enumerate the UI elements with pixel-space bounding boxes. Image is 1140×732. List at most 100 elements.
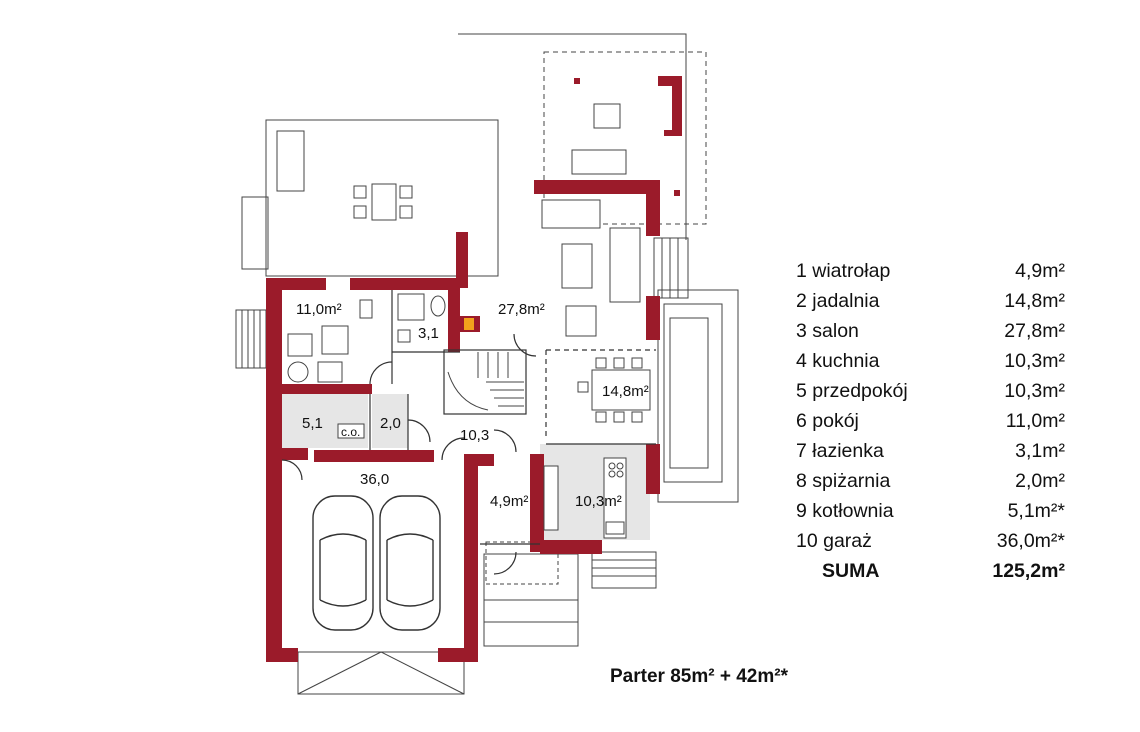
desk (321, 325, 349, 355)
canopy-ridge (380, 651, 465, 695)
stair-right (653, 237, 689, 299)
outdoor-table (593, 103, 621, 129)
shower (397, 293, 425, 321)
legend-room-name: 10 garaż (796, 530, 872, 552)
wall-garage-east (464, 454, 478, 660)
furniture (287, 103, 651, 539)
stair-bottom (591, 551, 657, 589)
room-label-garaz: 36,0 (360, 471, 389, 488)
stair-left (235, 309, 267, 369)
door-swing (369, 361, 393, 385)
wall-garage-south2 (438, 648, 478, 662)
wall-bath-east (448, 278, 460, 352)
pantry-fill (372, 394, 408, 448)
terrace-side-block (241, 196, 269, 270)
legend-room-name: 7 łazienka (796, 440, 884, 462)
kitchen-counter (603, 457, 627, 539)
shelf (359, 299, 373, 319)
room-label-lazienka: 3,1 (418, 325, 439, 342)
chair (613, 411, 625, 423)
floor-caption: Parter 85m² + 42m²* (610, 666, 788, 687)
legend-room-area: 27,8m² (1004, 320, 1065, 342)
wall-room-south (282, 384, 372, 394)
round-table (287, 361, 309, 383)
legend-sum-area: 125,2m² (992, 560, 1065, 582)
legend-room-area: 10,3m² (1004, 380, 1065, 402)
room-label-przedpokoj: 10,3 (460, 427, 489, 444)
wall-east-salon (646, 180, 660, 236)
wall-boiler-south (282, 448, 308, 460)
legend-sum-row: SUMA 125,2m² (790, 556, 1080, 586)
room-label-jadalnia: 14,8m² (602, 383, 649, 400)
table (371, 183, 397, 221)
room-label-wiatrolap: 4,9m² (490, 493, 528, 510)
wall-north-mid (350, 278, 460, 290)
chair (577, 381, 589, 393)
car-right (379, 495, 441, 631)
wall-north-salon (534, 180, 658, 194)
chair (631, 411, 643, 423)
room-label-kotlownia: 5,1 (302, 415, 323, 432)
chair (595, 411, 607, 423)
corner-sofa (609, 227, 641, 303)
chair (613, 357, 625, 369)
door-swing (493, 429, 517, 453)
fireplace (458, 316, 480, 332)
side-terrace-inner (663, 303, 723, 483)
boiler-room-fill (282, 394, 368, 448)
wall-entry-north (464, 454, 494, 466)
door-swing (441, 437, 465, 461)
legend-room-area: 4,9m² (1015, 260, 1065, 282)
kitchen-sink (605, 521, 625, 535)
legend-room-name: 8 spiżarnia (796, 470, 891, 492)
room-labels: 11,0m² 3,1 27,8m² 5,1 c.o. 2,0 10,3 14,8… (296, 301, 649, 510)
bed-chair (287, 333, 313, 357)
stairwell (443, 349, 527, 415)
room-label-pokoj: 11,0m² (296, 301, 342, 318)
chair (631, 357, 643, 369)
kitchen-counter (543, 465, 559, 531)
wall-kitchen-south (540, 540, 602, 554)
legend-room-name: 5 przedpokój (796, 380, 908, 402)
wall-kitchen-west (530, 454, 544, 552)
stove-burner (616, 462, 624, 470)
room-label-salon: 27,8m² (498, 301, 545, 318)
terraces (241, 33, 739, 695)
side-terrace (657, 289, 739, 503)
toilet (430, 295, 446, 317)
door-swing (513, 333, 537, 357)
legend-room-name: 1 wiatrołap (796, 260, 891, 282)
outdoor-sofa (571, 149, 627, 175)
door-swing (493, 551, 517, 575)
wall-corridor (314, 450, 434, 462)
door-swing (281, 459, 303, 481)
chair (595, 357, 607, 369)
rear-terrace-left (265, 119, 499, 277)
wall-salon-west (456, 232, 468, 288)
wall-east-salon2 (646, 296, 660, 340)
chair (399, 205, 413, 219)
legend-sum-label: SUMA (822, 560, 880, 582)
legend-room-name: 3 salon (796, 320, 859, 342)
stove-burner (608, 462, 616, 470)
armchair (565, 305, 597, 337)
sofa (541, 199, 601, 229)
wall-north-left (266, 278, 326, 290)
pergola-posts (574, 76, 682, 196)
chair (317, 361, 343, 383)
door-swing (407, 419, 431, 443)
stove-burner (608, 470, 616, 478)
wall-garage-south (266, 648, 298, 662)
coffee-table (561, 243, 593, 289)
rear-terrace-right (458, 33, 687, 240)
legend-room-name: 4 kuchnia (796, 350, 880, 372)
legend-room-name: 9 kotłownia (796, 500, 894, 522)
interior-stairs (447, 352, 524, 411)
